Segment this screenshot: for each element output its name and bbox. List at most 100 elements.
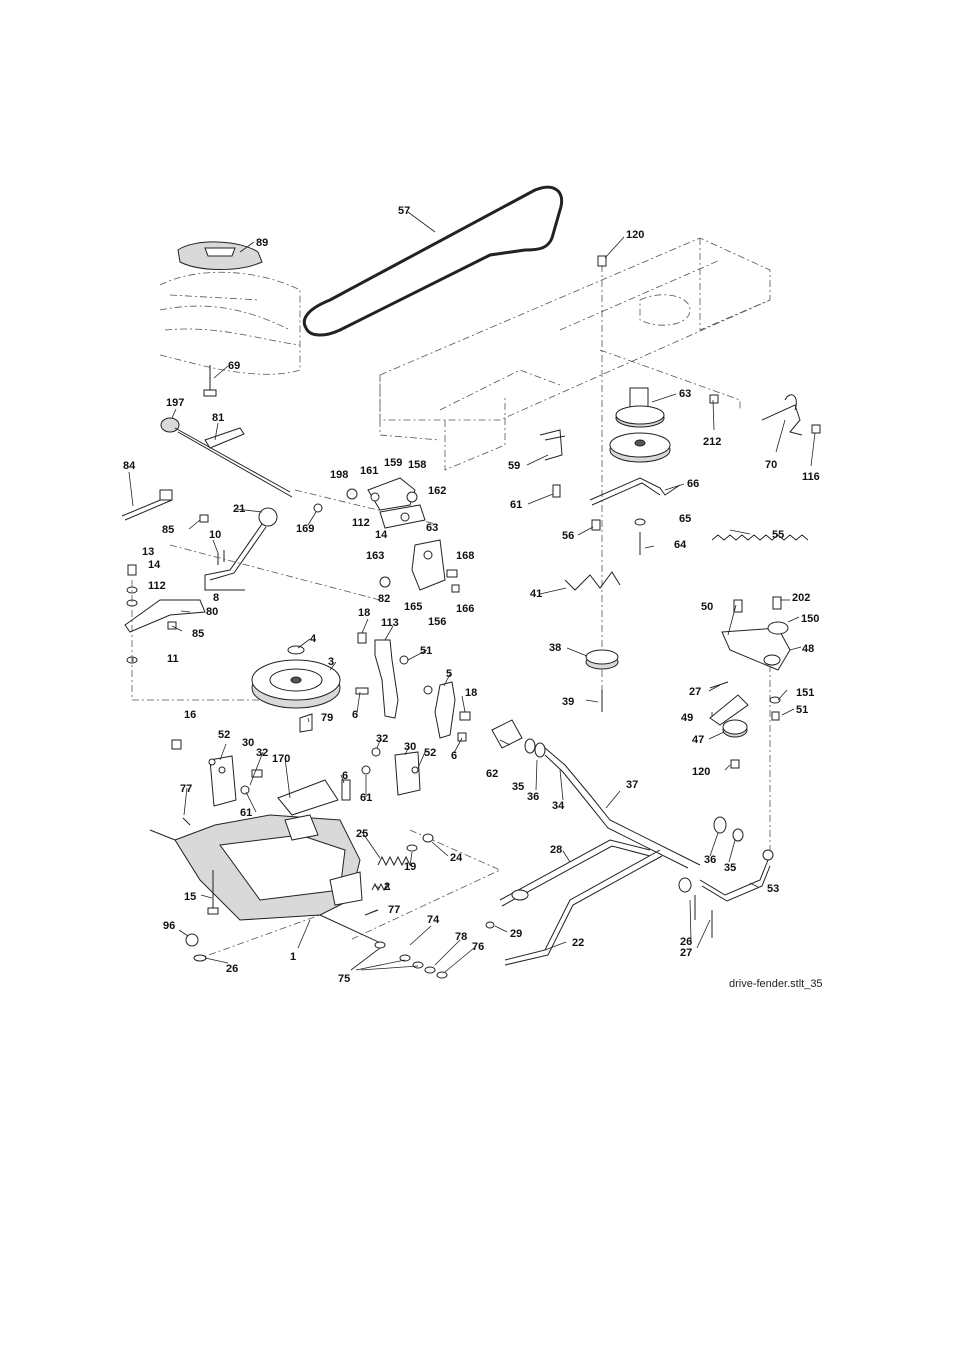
callout-16: 16	[184, 709, 196, 721]
callout-39: 39	[562, 696, 574, 708]
callout-6c: 6	[342, 770, 348, 782]
callout-161: 161	[360, 465, 378, 477]
bracket-70	[761, 394, 821, 436]
callout-59: 59	[508, 460, 520, 472]
bracket-30-left	[171, 739, 263, 807]
drive-belt	[302, 185, 563, 337]
callout-82: 82	[378, 593, 390, 605]
callout-112b: 112	[148, 580, 166, 592]
callout-55: 55	[772, 529, 784, 541]
hardware-right-lower	[678, 816, 744, 938]
callout-26b: 26	[226, 963, 238, 975]
callout-13: 13	[142, 546, 154, 558]
bracket-30-right	[341, 747, 421, 801]
input-pulley	[251, 645, 341, 733]
fender-outline	[159, 271, 301, 375]
fender-shift-plate	[177, 241, 263, 270]
callout-61c: 61	[360, 792, 372, 804]
spring-2	[371, 882, 391, 892]
callout-52b: 52	[424, 747, 436, 759]
callout-14b: 14	[148, 559, 161, 571]
callout-6: 6	[352, 709, 358, 721]
callout-76: 76	[472, 941, 484, 953]
callout-57: 57	[398, 205, 410, 217]
rod-28	[499, 839, 651, 907]
callout-197: 197	[166, 397, 184, 409]
callout-35b: 35	[724, 862, 736, 874]
rod-53	[699, 849, 774, 902]
callout-21: 21	[233, 503, 245, 515]
callout-65: 65	[679, 513, 691, 525]
callout-51: 51	[420, 645, 432, 657]
transaxle	[149, 814, 386, 946]
washers-19-24	[406, 833, 434, 852]
callout-6b: 6	[451, 750, 457, 762]
callout-77b: 77	[388, 904, 400, 916]
callout-81: 81	[212, 412, 224, 424]
callout-163: 163	[366, 550, 384, 562]
callout-63: 63	[679, 388, 691, 400]
callout-150: 150	[801, 613, 819, 625]
callout-69: 69	[228, 360, 240, 372]
callout-18: 18	[358, 607, 370, 619]
callout-89: 89	[256, 237, 268, 249]
callout-78: 78	[455, 931, 467, 943]
callout-70: 70	[765, 459, 777, 471]
callout-22: 22	[572, 937, 584, 949]
callout-166: 166	[456, 603, 474, 615]
callout-77: 77	[180, 783, 192, 795]
callout-165: 165	[404, 601, 422, 613]
bolt-69	[203, 365, 217, 397]
callout-14: 14	[375, 529, 388, 541]
callout-113: 113	[381, 617, 399, 629]
diagram-caption: drive-fender.stlt_35	[729, 978, 823, 990]
callout-37: 37	[626, 779, 638, 791]
callout-112: 112	[352, 517, 370, 529]
shift-rod	[160, 417, 293, 498]
callout-169: 169	[296, 523, 314, 535]
callout-85: 85	[162, 524, 174, 536]
callout-159: 159	[384, 457, 402, 469]
callout-96: 96	[163, 920, 175, 932]
callout-158: 158	[408, 459, 426, 471]
callout-62: 62	[486, 768, 498, 780]
idler-bracket-48	[721, 596, 791, 671]
idler-pulley-47	[709, 681, 781, 769]
callout-168: 168	[456, 550, 474, 562]
callout-15: 15	[184, 891, 196, 903]
frame-outline	[379, 237, 771, 471]
callout-38: 38	[549, 642, 561, 654]
callout-10: 10	[209, 529, 221, 541]
callout-202: 202	[792, 592, 810, 604]
callout-26: 26	[680, 936, 692, 948]
callout-51b: 51	[796, 704, 808, 716]
callout-212: 212	[703, 436, 721, 448]
callout-24: 24	[450, 852, 463, 864]
bracket-113	[355, 632, 409, 719]
clip-41	[564, 571, 621, 591]
callout-53: 53	[767, 883, 779, 895]
callout-30: 30	[242, 737, 254, 749]
washer-stack	[374, 941, 448, 979]
linkage-upper	[313, 477, 426, 529]
pulley-63	[609, 387, 671, 463]
callout-198: 198	[330, 469, 348, 481]
bracket-170	[277, 779, 339, 816]
callout-8: 8	[213, 592, 219, 604]
callout-30b: 30	[404, 741, 416, 753]
callout-29: 29	[510, 928, 522, 940]
callout-5: 5	[446, 668, 452, 680]
spring-55	[711, 534, 809, 541]
callout-66: 66	[687, 478, 699, 490]
callout-18b: 18	[465, 687, 477, 699]
callout-64: 64	[674, 539, 687, 551]
callout-120: 120	[626, 229, 644, 241]
callout-61b: 61	[240, 807, 252, 819]
callout-labels: 57 89 120 69 63 212 70 116 197 81 59 84 …	[123, 205, 820, 985]
callout-75: 75	[338, 973, 350, 985]
callout-120b: 120	[692, 766, 710, 778]
callout-41: 41	[530, 588, 542, 600]
callout-11: 11	[167, 653, 179, 665]
leader-lines	[128, 211, 816, 973]
